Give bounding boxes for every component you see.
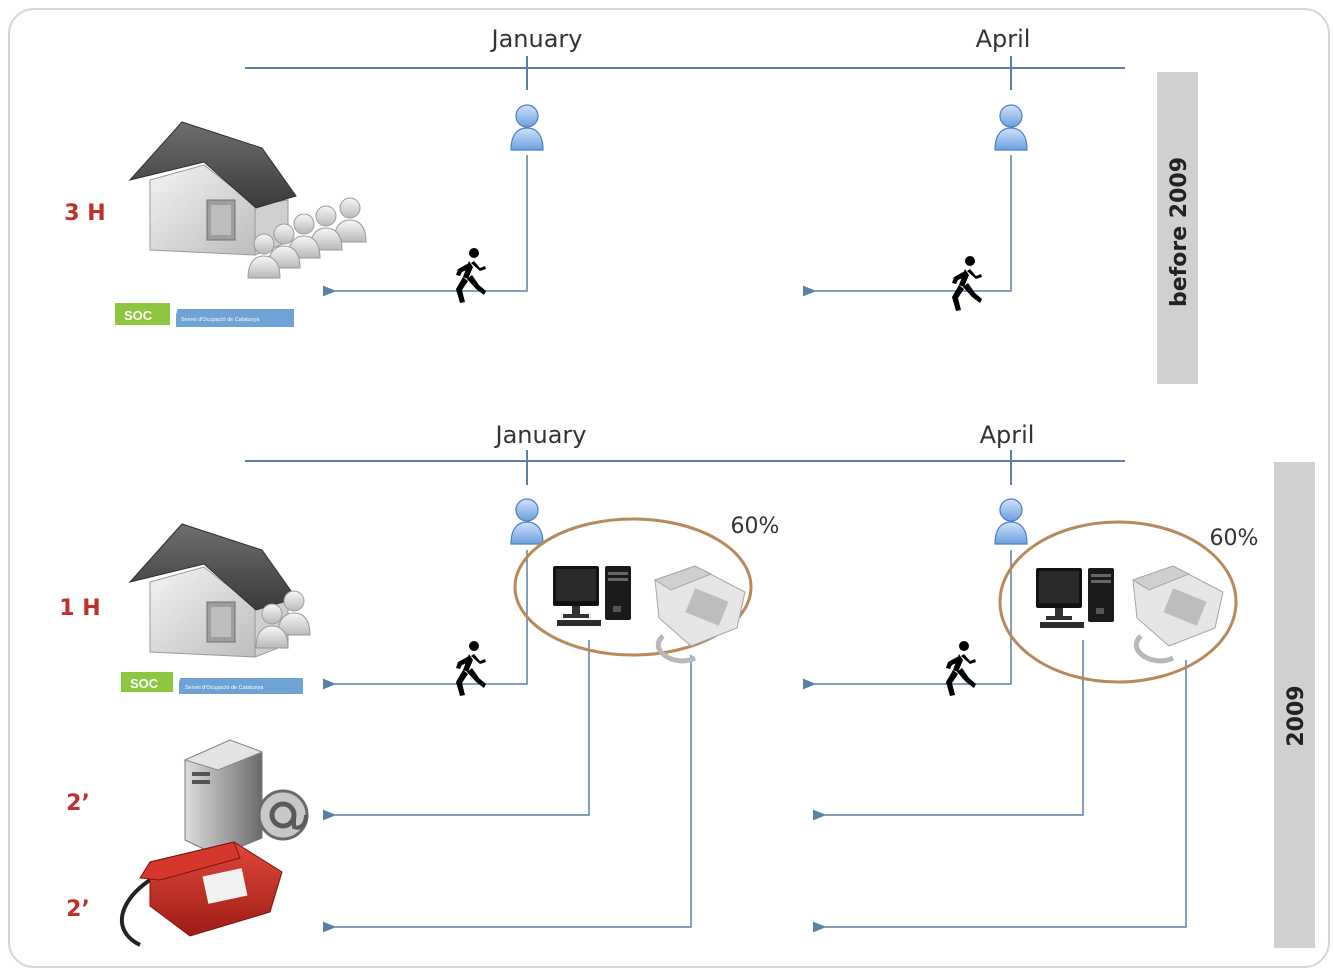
route-arrow: [812, 660, 1187, 933]
walking-person-icon: [952, 256, 982, 311]
channel-ellipse: [513, 517, 753, 657]
duration-label: 3 H: [64, 201, 105, 226]
percentage-label: 60%: [731, 514, 780, 539]
telephone-icon: [655, 566, 745, 661]
panel-before-2009: January April SOC Servei d'Ocupació de C…: [64, 25, 1198, 384]
person-icon: [510, 498, 544, 545]
route-arrow: [322, 155, 528, 297]
server-at-icon: [183, 739, 309, 857]
duration-label: 2’: [66, 897, 90, 922]
walking-person-icon: [946, 641, 976, 696]
telephone-icon: [1133, 566, 1223, 661]
route-arrow: [322, 550, 528, 690]
month-label-january: January: [490, 25, 583, 53]
walking-person-icon: [456, 248, 486, 303]
office-building-icon: [129, 121, 297, 256]
era-label: before 2009: [1167, 157, 1192, 307]
era-band: [1274, 462, 1315, 948]
soc-logo-brand: SOC: [130, 676, 159, 691]
era-label: 2009: [1284, 685, 1309, 746]
route-arrow: [812, 640, 1084, 821]
channel-ellipse: [998, 520, 1238, 684]
route-arrow: [802, 550, 1012, 690]
soc-logo-org: Servei d'Ocupació de Catalunya: [185, 685, 264, 691]
duration-label: 2’: [66, 791, 90, 816]
panel-2009: January April 60% 60%: [59, 421, 1315, 960]
person-icon: [510, 104, 544, 151]
percentage-label: 60%: [1210, 526, 1259, 551]
route-arrow: [322, 655, 692, 933]
soc-logo-org: Servei d'Ocupació de Catalunya: [181, 317, 260, 323]
month-label-april: April: [980, 421, 1035, 449]
computer-icon: [1036, 568, 1114, 628]
month-label-january: January: [494, 421, 587, 449]
route-arrow: [322, 640, 590, 821]
walking-person-icon: [456, 641, 486, 696]
era-band: [1157, 72, 1198, 384]
duration-label: 1 H: [59, 596, 100, 621]
soc-logo: SOC Servei d'Ocupació de Catalunya: [121, 671, 303, 694]
computer-icon: [553, 566, 631, 626]
person-icon: [994, 498, 1028, 545]
soc-logo: SOC Servei d'Ocupació de Catalunya: [115, 302, 294, 327]
person-icon: [994, 104, 1028, 151]
route-arrow: [802, 155, 1012, 297]
red-telephone-icon: [108, 841, 290, 960]
month-label-april: April: [976, 25, 1031, 53]
soc-logo-brand: SOC: [124, 308, 153, 323]
